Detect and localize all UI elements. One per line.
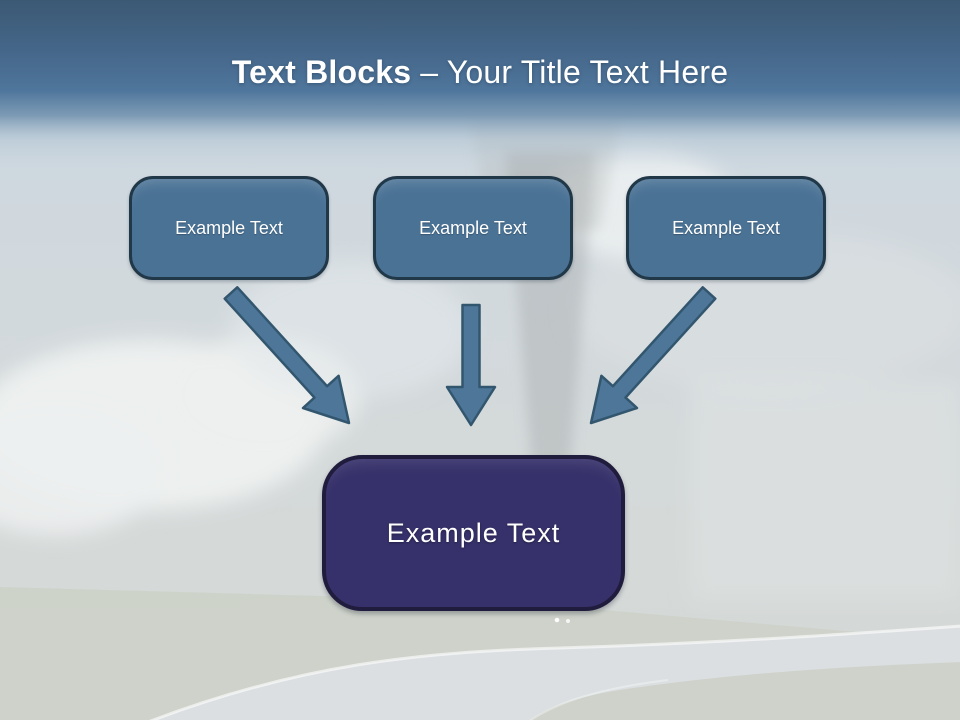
text-block-1[interactable]: Example Text — [129, 176, 329, 280]
center-text-block-label: Example Text — [386, 517, 561, 548]
road — [149, 624, 960, 720]
slide-title[interactable]: Text Blocks– Your Title Text Here — [0, 52, 960, 92]
title-band — [0, 0, 960, 175]
center-text-block[interactable]: Example Text — [322, 455, 625, 611]
text-block-2-label: Example Text — [419, 217, 527, 238]
text-block-3-label: Example Text — [672, 217, 780, 238]
arrow-down-icon[interactable] — [445, 303, 497, 427]
text-block-1-label: Example Text — [175, 217, 283, 238]
text-block-2[interactable]: Example Text — [373, 176, 573, 280]
title-primary: Text Blocks — [231, 54, 412, 90]
text-block-3[interactable]: Example Text — [626, 176, 826, 280]
arrow-down-right-icon[interactable] — [223, 286, 351, 425]
headlight-dots — [554, 617, 570, 623]
title-secondary: – Your Title Text Here — [420, 54, 729, 90]
arrow-down-left-icon[interactable] — [589, 286, 717, 425]
